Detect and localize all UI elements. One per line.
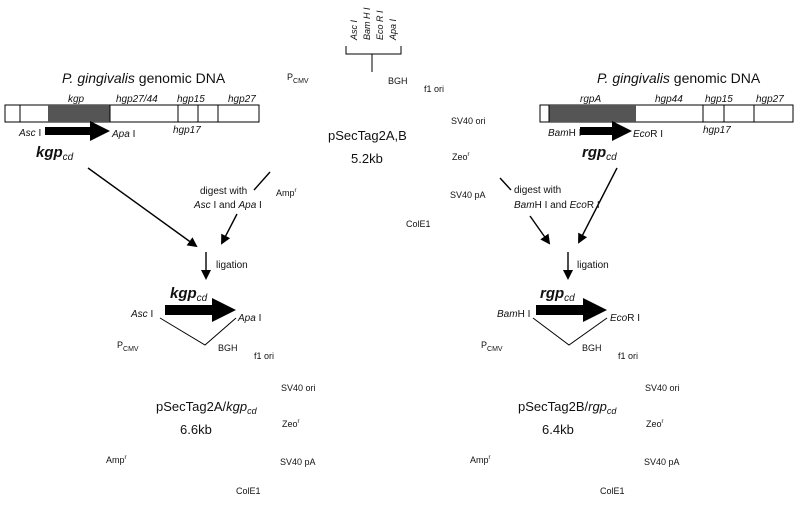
f1-ori-label: f1 ori — [424, 84, 444, 94]
right-insert-gene: rgpcd — [540, 285, 575, 304]
ligation-right: ligation — [577, 260, 609, 271]
left-sv40pa-label: SV40 pA — [280, 457, 316, 467]
vector-size: 5.2kb — [351, 151, 383, 166]
left-f1-label: f1 ori — [254, 351, 274, 361]
segment-hgp15-right: hgp15 — [705, 94, 733, 105]
segment-hgp44: hgp44 — [655, 94, 683, 105]
mcs-apai: Apa I — [388, 18, 398, 41]
left-genomic-title: P. gingivalis genomic DNA — [62, 70, 226, 86]
left-gene-label: kgpcd — [36, 144, 74, 163]
left-insert-arrow — [165, 298, 236, 322]
right-cole1-label: ColE1 — [600, 486, 625, 496]
mcs-bamhi: Bam H I — [362, 7, 372, 40]
digest-right-line1: digest with — [514, 185, 561, 196]
right-f1-label: f1 ori — [618, 351, 638, 361]
segment-hgp27-44: hgp27/44 — [116, 94, 158, 105]
right-product: rgpcd BamH I EcoR I pSecTag2B/rgpcd 6.4k… — [470, 285, 680, 496]
kgpcd-arrow — [45, 121, 110, 141]
right-genomic-map: P. gingivalis genomic DNA rgpA hgp44 hgp… — [539, 70, 794, 163]
ligation-left: ligation — [216, 260, 248, 271]
right-site-ecori: EcoR I — [633, 129, 663, 140]
left-genomic-bar — [4, 104, 260, 123]
segment-hgp17-right: hgp17 — [703, 125, 731, 136]
left-zeo-label: Zeor — [282, 419, 300, 429]
digest-left-line2: Asc I and Apa I — [193, 200, 262, 211]
right-sv40ori-label: SV40 ori — [645, 383, 680, 393]
mcs-ecori: Eco R I — [375, 10, 385, 40]
left-sv40ori-label: SV40 ori — [281, 383, 316, 393]
rgpa-region — [549, 105, 636, 122]
right-site-bamhi: BamH I — [548, 128, 581, 139]
amp-label: Ampr — [276, 188, 297, 198]
bgh-label: BGH — [388, 76, 408, 86]
step-labels: digest with Asc I and Apa I digest with … — [193, 185, 609, 271]
segment-kgp: kgp — [68, 94, 85, 105]
segment-rgpa: rgpA — [580, 94, 601, 105]
right-product-name: pSecTag2B/rgpcd — [518, 399, 617, 416]
zeo-label: Zeor — [452, 152, 470, 162]
segment-hgp27: hgp27 — [228, 94, 256, 105]
rgpcd-arrow — [580, 121, 632, 141]
left-insert-gene: kgpcd — [170, 285, 208, 304]
cole1-label: ColE1 — [406, 219, 431, 229]
right-genomic-title: P. gingivalis genomic DNA — [597, 70, 761, 86]
segment-hgp27-right: hgp27 — [756, 94, 784, 105]
digest-right-line2: BamH I and EcoR I — [514, 200, 600, 211]
left-product-size: 6.6kb — [180, 422, 212, 437]
segment-hgp17: hgp17 — [173, 125, 201, 136]
right-amp-label: Ampr — [470, 455, 491, 465]
right-product-size: 6.4kb — [542, 422, 574, 437]
vector-name: pSecTag2A,B — [328, 128, 407, 143]
sv40-ori-label: SV40 ori — [451, 116, 486, 126]
right-insert-bamhi: BamH I — [497, 309, 530, 320]
left-amp-label: Ampr — [106, 455, 127, 465]
left-insert-apai: Apa I — [237, 313, 261, 324]
right-gene-label: rgpcd — [582, 144, 617, 163]
left-cole1-label: ColE1 — [236, 486, 261, 496]
left-site-asci: Asc I — [18, 128, 41, 139]
right-zeo-label: Zeor — [646, 419, 664, 429]
segment-hgp15: hgp15 — [177, 94, 205, 105]
left-bgh-label: BGH — [218, 343, 238, 353]
kgp-region — [48, 105, 110, 122]
left-genomic-map: P. gingivalis genomic DNA kgp hgp27/44 h… — [4, 70, 260, 163]
left-site-apai: Apa I — [111, 129, 135, 140]
left-product: kgpcd Asc I Apa I pSecTag2A/kgpcd 6.6kb … — [106, 285, 316, 496]
left-product-name: pSecTag2A/kgpcd — [156, 399, 258, 416]
digest-left-line1: digest with — [200, 186, 247, 197]
right-bgh-label: BGH — [582, 343, 602, 353]
mcs-asci: Asc I — [349, 19, 359, 41]
right-insert-ecori: EcoR I — [610, 313, 640, 324]
left-insert-asci: Asc I — [130, 309, 153, 320]
right-insert-arrow — [536, 298, 607, 322]
pcmv-label: PCMV — [287, 72, 309, 85]
left-pcmv-label: PCMV — [117, 340, 139, 353]
right-pcmv-label: PCMV — [481, 340, 503, 353]
right-sv40pa-label: SV40 pA — [644, 457, 680, 467]
flow-arrows — [87, 167, 618, 280]
mcs-sites: Asc I Bam H I Eco R I Apa I — [345, 7, 402, 72]
vector-labels: pSecTag2A,B 5.2kb PCMV BGH f1 ori SV40 o… — [276, 72, 486, 229]
sv40pa-label: SV40 pA — [450, 190, 486, 200]
